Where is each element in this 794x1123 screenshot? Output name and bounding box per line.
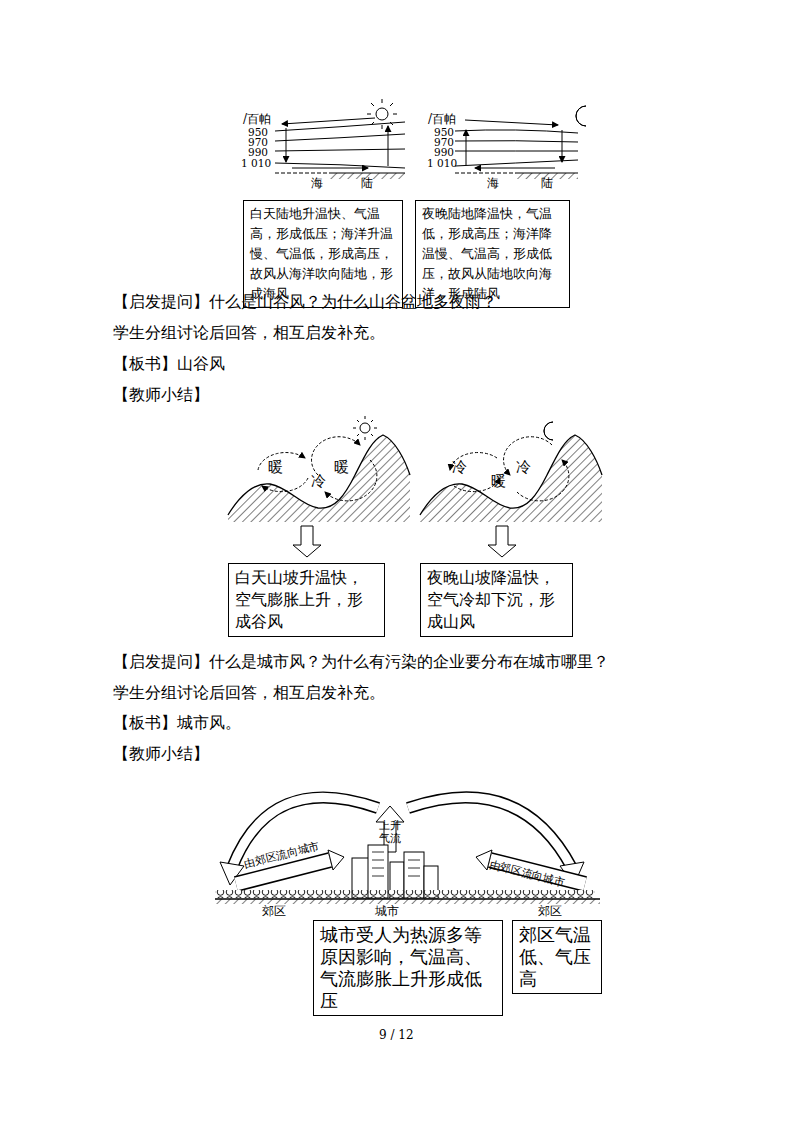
wind-arrow — [465, 120, 558, 125]
box-text: 白天陆地升温快、气温高，形成低压；海洋升温慢、气温低，形成高压，故风从海洋吹向陆… — [250, 204, 396, 304]
circulation-arrow — [312, 437, 360, 475]
hollow-arrow — [488, 526, 516, 557]
land-breeze-figure — [455, 106, 586, 179]
sun-symbol — [376, 108, 388, 120]
temperature-label: 暖 — [268, 458, 283, 476]
temperature-label: 冷 — [516, 458, 531, 476]
text-box: 城市受人为热源多等原因影响，气温高、气流膨胀上升形成低压 — [313, 920, 503, 1016]
body-text: 【启发提问】什么是山谷风？为什么山谷盆地多夜雨？ — [113, 292, 497, 311]
wind-arrow — [292, 168, 368, 169]
vegetation-row — [215, 890, 595, 898]
axis-unit: /百帕 — [428, 112, 456, 126]
surface-label: 陆 — [541, 176, 553, 190]
land-surface — [330, 173, 405, 174]
isobar-value: 1 010 — [241, 157, 271, 170]
mountain-outline — [420, 435, 602, 515]
surface-label: 陆 — [361, 176, 373, 190]
isobar — [275, 163, 405, 168]
sun-rays — [367, 99, 397, 129]
sea-breeze-figure — [275, 99, 405, 179]
text-box: 夜晚山坡降温快，空气冷却下沉，形成山风 — [420, 563, 573, 637]
text-box: 郊区气温低、气压高 — [512, 920, 602, 994]
box-text: 郊区气温低、气压高 — [519, 924, 595, 990]
box-text: 夜晚山坡降温快，空气冷却下沉，形成山风 — [427, 567, 566, 633]
body-text: 【板书】城市风。 — [113, 713, 241, 732]
text-box: 白天陆地升温快、气温高，形成低压；海洋升温慢、气温低，形成高压，故风从海洋吹向陆… — [243, 200, 403, 308]
isobar-value: 990 — [434, 146, 454, 159]
hollow-arrow-head — [328, 850, 344, 870]
wind-arrow — [562, 130, 563, 162]
wind-arrow — [475, 168, 555, 169]
wind-arrow — [388, 126, 389, 166]
airflow-label: 上升 气流 — [377, 820, 403, 845]
body-text: 【教师小结】 — [113, 385, 209, 404]
page-number: 9 / 12 — [379, 1028, 414, 1042]
text-box: 夜晚陆地降温快，气温低，形成高压；海洋降温慢、气温高，形成低压，故风从陆地吹向海… — [415, 200, 570, 308]
moon-symbol — [576, 106, 586, 126]
box-text: 白天山坡升温快，空气膨胀上升，形成谷风 — [235, 567, 378, 633]
isobar — [455, 130, 578, 133]
body-text: 学生分组讨论后回答，相互启发补充。 — [113, 323, 385, 342]
isobar — [455, 141, 578, 142]
mountain-outline — [228, 435, 410, 515]
wind-arrow — [466, 130, 467, 165]
valley-breeze-figure — [228, 416, 410, 557]
moon-symbol — [544, 422, 553, 440]
box-text: 夜晚陆地降温快，气温低，形成高压；海洋降温慢、气温高，形成低压，故风从陆地吹向海… — [422, 204, 563, 304]
mountain-hatch — [228, 435, 410, 522]
area-label: 郊区 — [262, 904, 286, 918]
isobar-value: 1 010 — [427, 157, 457, 170]
isobar-value: 990 — [248, 146, 268, 159]
circulation-arrow — [504, 437, 552, 475]
sea-surface — [455, 173, 515, 174]
circulation-arrow — [262, 478, 308, 492]
isobar — [275, 134, 405, 141]
box-text: 城市受人为热源多等原因影响，气温高、气流膨胀上升形成低压 — [320, 924, 496, 1012]
surface-label: 海 — [311, 176, 323, 190]
text-box: 白天山坡升温快，空气膨胀上升，形成谷风 — [228, 563, 385, 637]
isobar — [455, 151, 578, 152]
temperature-label: 暖 — [491, 472, 506, 490]
surface-label: 海 — [487, 176, 499, 190]
sun-symbol — [360, 423, 370, 433]
area-label: 郊区 — [538, 904, 562, 918]
circulation-arrow — [325, 460, 377, 501]
isobar — [455, 160, 578, 166]
isobar — [275, 149, 405, 151]
sea-surface — [275, 173, 330, 174]
axis-unit: /百帕 — [243, 112, 271, 126]
body-text: 【教师小结】 — [113, 744, 209, 763]
temperature-label: 冷 — [452, 458, 467, 476]
mountain-breeze-figure — [420, 422, 602, 557]
sun-rays — [353, 416, 377, 440]
land-surface — [515, 173, 578, 174]
ground-hatch — [215, 899, 600, 904]
body-text: 学生分组讨论后回答，相互启发补充。 — [113, 683, 385, 702]
wind-arrow — [286, 128, 287, 162]
hollow-arrow — [293, 526, 321, 557]
temperature-label: 暖 — [334, 458, 349, 476]
building-windows — [372, 852, 420, 876]
body-text: 【板书】山谷风 — [113, 354, 225, 373]
city-wind-figure — [215, 797, 600, 904]
area-label: 城市 — [375, 904, 399, 918]
wind-arrow — [282, 118, 375, 124]
body-text: 【启发提问】什么是城市风？为什么有污染的企业要分布在城市哪里？ — [113, 652, 609, 671]
temperature-label: 冷 — [311, 472, 326, 490]
mountain-hatch — [420, 435, 602, 522]
